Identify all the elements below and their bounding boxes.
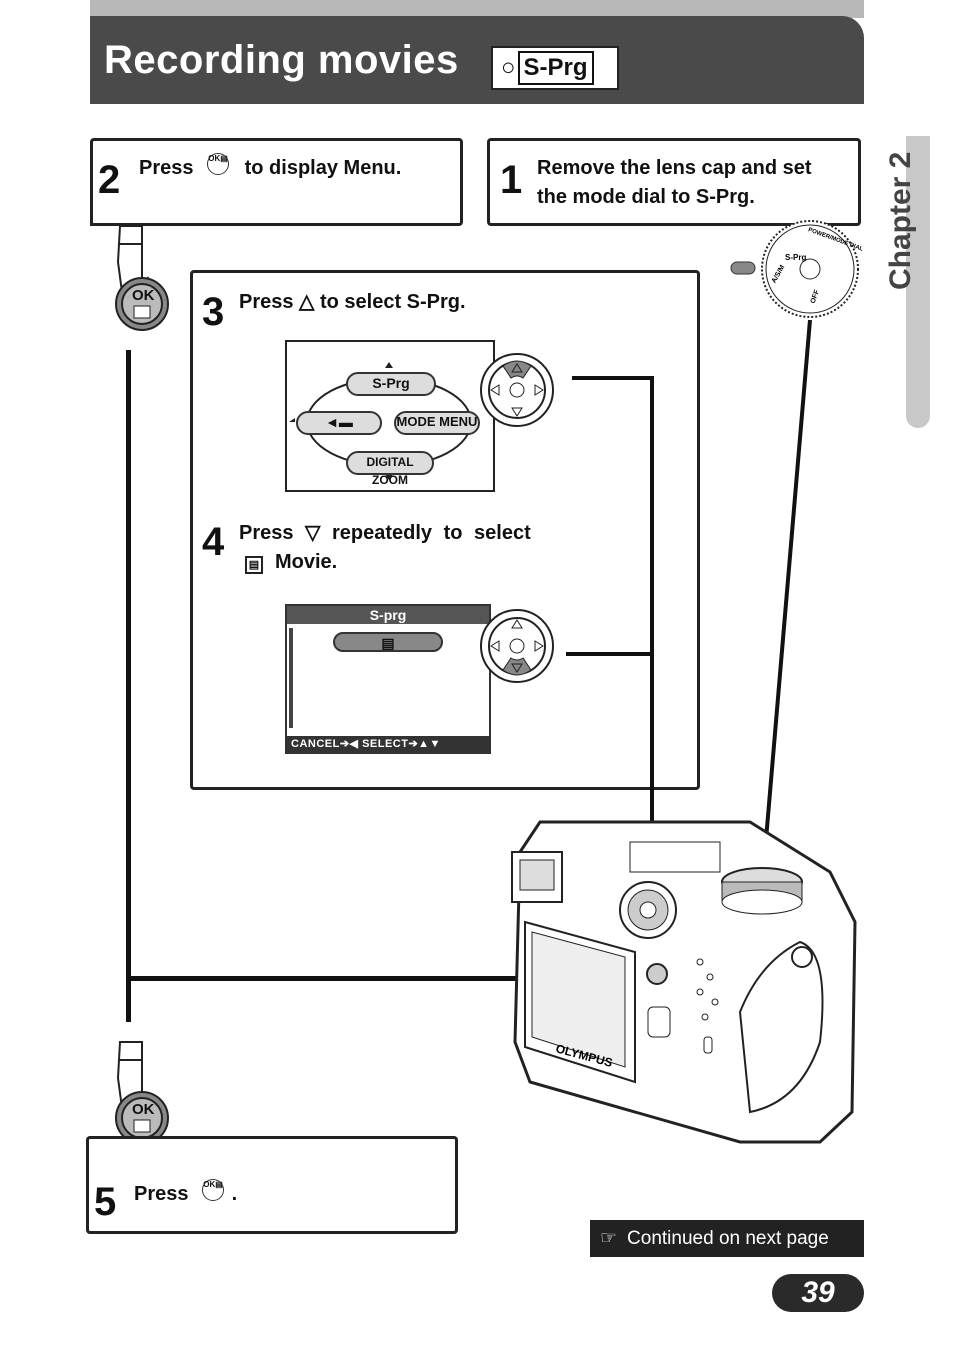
arrow-pad-up-icon xyxy=(480,353,554,427)
sprg-scrollbar xyxy=(289,628,293,728)
step-1-number: 1 xyxy=(500,158,523,202)
chapter-label: Chapter 2 xyxy=(884,151,917,290)
step-2-box xyxy=(90,138,463,226)
connector-line xyxy=(126,976,658,981)
menu-item-quality-icon: ◄▬ xyxy=(296,411,382,435)
sprg-screen: S-prg ▤ CANCEL➔◀ SELECT➔▲▼ GO➔OK xyxy=(285,604,491,766)
step-2-text: Press OK▤ to display Menu. xyxy=(139,152,402,179)
menu-item-mode-menu: MODE MENU xyxy=(394,411,480,435)
header-tab xyxy=(90,0,864,18)
step-3-number: 3 xyxy=(202,290,225,334)
page-number: 39 xyxy=(772,1274,864,1312)
dial-connector-line xyxy=(761,320,812,876)
svg-text:OK: OK xyxy=(132,1101,155,1118)
sprg-screen-footer: CANCEL➔◀ SELECT➔▲▼ GO➔OK xyxy=(287,736,489,766)
step-5-box xyxy=(86,1136,458,1234)
hand-press-ok-icon: OK xyxy=(115,225,169,331)
menu-item-sprg: S-Prg xyxy=(346,372,436,396)
ok-button-icon: OK▤ xyxy=(202,1178,225,1201)
connector-line xyxy=(126,350,131,1022)
step-1-box xyxy=(487,138,861,226)
dial-label-sprg: S-Prg xyxy=(785,253,806,262)
camera-mode-icon: ○ xyxy=(501,54,516,81)
pointing-hand-icon: ☞ xyxy=(600,1228,618,1249)
header-bar xyxy=(90,16,864,104)
continued-note: ☞Continued on next page xyxy=(590,1220,864,1257)
sprg-movie-item: ▤ xyxy=(333,632,443,652)
arrow-pad-down-icon xyxy=(480,609,554,683)
connector-line xyxy=(650,376,654,886)
step-3-text: Press △ to select S-Prg. xyxy=(239,291,466,313)
page-title: Recording movies xyxy=(104,38,459,82)
step-5-text: Press OK▤ . xyxy=(134,1178,238,1205)
step-5-number: 5 xyxy=(94,1180,117,1224)
connector-line xyxy=(572,376,652,380)
dial-label-off: OFF xyxy=(810,288,822,304)
mode-badge-label: S-Prg xyxy=(517,51,594,85)
mode-dial-illustration: S-Prg A/S/M OFF POWER/MODE DIAL xyxy=(730,220,864,318)
step-2-number: 2 xyxy=(98,158,121,202)
mode-badge: ○ S-Prg xyxy=(491,46,619,90)
ok-button-icon: OK▤ xyxy=(207,152,230,175)
hand-press-ok-icon-bottom: OK xyxy=(115,1041,169,1145)
svg-text:OK: OK xyxy=(132,287,155,304)
chapter-tab xyxy=(906,136,930,428)
step-1-text: Remove the lens cap and set the mode dia… xyxy=(537,157,812,208)
step-4-number: 4 xyxy=(202,520,225,564)
sprg-screen-title: S-prg xyxy=(287,606,489,624)
menu-item-digital-zoom: DIGITAL ZOOM xyxy=(346,451,434,487)
camera-illustration: OLYMPUS xyxy=(511,820,857,1144)
movie-icon: ▤ xyxy=(245,556,263,574)
connector-line xyxy=(566,652,650,656)
step-4-text: Press ▽ repeatedly to select ▤Movie. xyxy=(239,522,531,574)
